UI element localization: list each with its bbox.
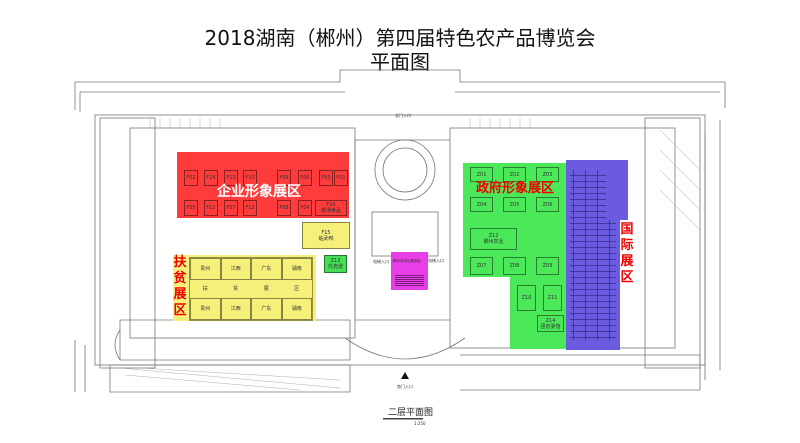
booth[interactable]: F03 xyxy=(319,170,333,186)
booth[interactable]: 广东 xyxy=(251,258,282,281)
booth[interactable]: F08 xyxy=(277,200,291,216)
booth-name: 团省委馆 xyxy=(540,323,561,330)
government-zone-label: 政府形象展区 xyxy=(476,181,555,196)
aisle-text: 扶 xyxy=(202,285,208,292)
booth-code: Z12 xyxy=(488,233,499,239)
booth[interactable]: 广东 xyxy=(251,297,282,320)
booth[interactable]: 湖南 xyxy=(281,297,312,320)
booth[interactable]: 江西 xyxy=(220,297,251,320)
booth[interactable]: Z01 xyxy=(470,167,493,182)
booth[interactable]: Z05 xyxy=(503,197,526,212)
south-entrance-label: 南门入口 xyxy=(397,384,413,389)
booth[interactable]: Z02 xyxy=(503,167,526,182)
poverty-zone[interactable]: 扶贫展区 贵州 江西 广东 湖南 扶 贫 展 区 贵州 江西 广东 湖南 xyxy=(173,255,316,321)
booth[interactable]: 湖南 xyxy=(281,258,312,281)
elevator-entry-right: 电梯入口 xyxy=(428,258,444,263)
floor-caption: 二层平面图 xyxy=(388,408,434,418)
booth[interactable]: F14 xyxy=(204,170,218,186)
booth[interactable]: F13 xyxy=(224,170,238,186)
booth-code: Z13 xyxy=(330,258,341,264)
booth[interactable]: F07 xyxy=(224,200,238,216)
booth[interactable]: Z03 xyxy=(536,167,559,182)
booth[interactable]: 江西 xyxy=(220,258,251,281)
booth-name: 郴州农业 xyxy=(483,239,504,245)
enterprise-zone-label: 企业形象展区 xyxy=(217,184,301,200)
booth[interactable]: Z09 xyxy=(536,257,559,275)
center-zone-label: 郴州名特优展销区 xyxy=(393,259,421,263)
booth[interactable]: F11 xyxy=(204,200,218,216)
stairs xyxy=(395,274,424,286)
booth[interactable]: Z06 xyxy=(536,197,559,212)
booth-z12[interactable]: Z12 郴州农业 xyxy=(470,228,517,250)
title-line1: 2018湖南（郴州）第四届特色农产品博览会 xyxy=(204,26,596,50)
booth-code: F16 xyxy=(326,202,336,208)
center-specialty-zone[interactable]: 郴州名特优展销区 xyxy=(391,252,428,290)
booth[interactable]: F05 xyxy=(184,200,198,216)
poverty-zone-label: 扶贫展区 xyxy=(173,255,187,318)
north-entrance-label: 北门入口 xyxy=(395,113,411,118)
booth[interactable]: Z10 xyxy=(517,285,536,311)
booth-name: 托克逊 xyxy=(327,264,343,270)
international-zone-label: 国际展区 xyxy=(620,222,634,285)
booth[interactable]: F01 xyxy=(334,170,348,186)
booth[interactable]: 贵州 xyxy=(190,258,221,281)
aisle-text: 区 xyxy=(294,285,300,292)
aisle-text: 贫 xyxy=(233,285,239,292)
booth-name: 郴湘食品 xyxy=(320,208,341,214)
booth-code: Z14 xyxy=(545,317,556,324)
enterprise-zone[interactable]: F02 F14 F13 F10 F09 F06 F03 F01 F05 F11 … xyxy=(177,152,349,218)
elevator-entry-left: 电梯入口 xyxy=(373,259,389,264)
booth[interactable]: Z04 xyxy=(470,197,493,212)
booth[interactable]: F04 xyxy=(298,200,312,216)
scale-label: 1:250 xyxy=(414,421,426,426)
booth[interactable]: Z07 xyxy=(470,257,493,275)
booth[interactable]: F09 xyxy=(277,170,291,186)
booth[interactable]: 贵州 xyxy=(190,297,221,320)
booth-f15[interactable]: F15 临武鸭 xyxy=(302,222,350,249)
booth[interactable]: F10 xyxy=(243,170,257,186)
booth-name: 临武鸭 xyxy=(318,235,334,242)
booth-f16[interactable]: F16 郴湘食品 xyxy=(315,200,347,216)
booth[interactable]: Z11 xyxy=(543,285,562,311)
booth[interactable]: F12 xyxy=(243,200,257,216)
booth[interactable]: F02 xyxy=(184,170,198,186)
booth-z14[interactable]: Z14 团省委馆 xyxy=(537,315,564,332)
booth[interactable]: Z08 xyxy=(503,257,526,275)
aisle-text: 展 xyxy=(263,285,269,292)
booth-z13[interactable]: Z13 托克逊 xyxy=(324,255,347,273)
government-zone[interactable]: Z01 Z02 Z03 Z04 Z05 Z06 Z12 郴州农业 Z07 Z08… xyxy=(463,163,566,349)
booth-code: F15 xyxy=(321,229,331,236)
international-zone-extension xyxy=(606,160,628,220)
booth[interactable]: F06 xyxy=(298,170,312,186)
